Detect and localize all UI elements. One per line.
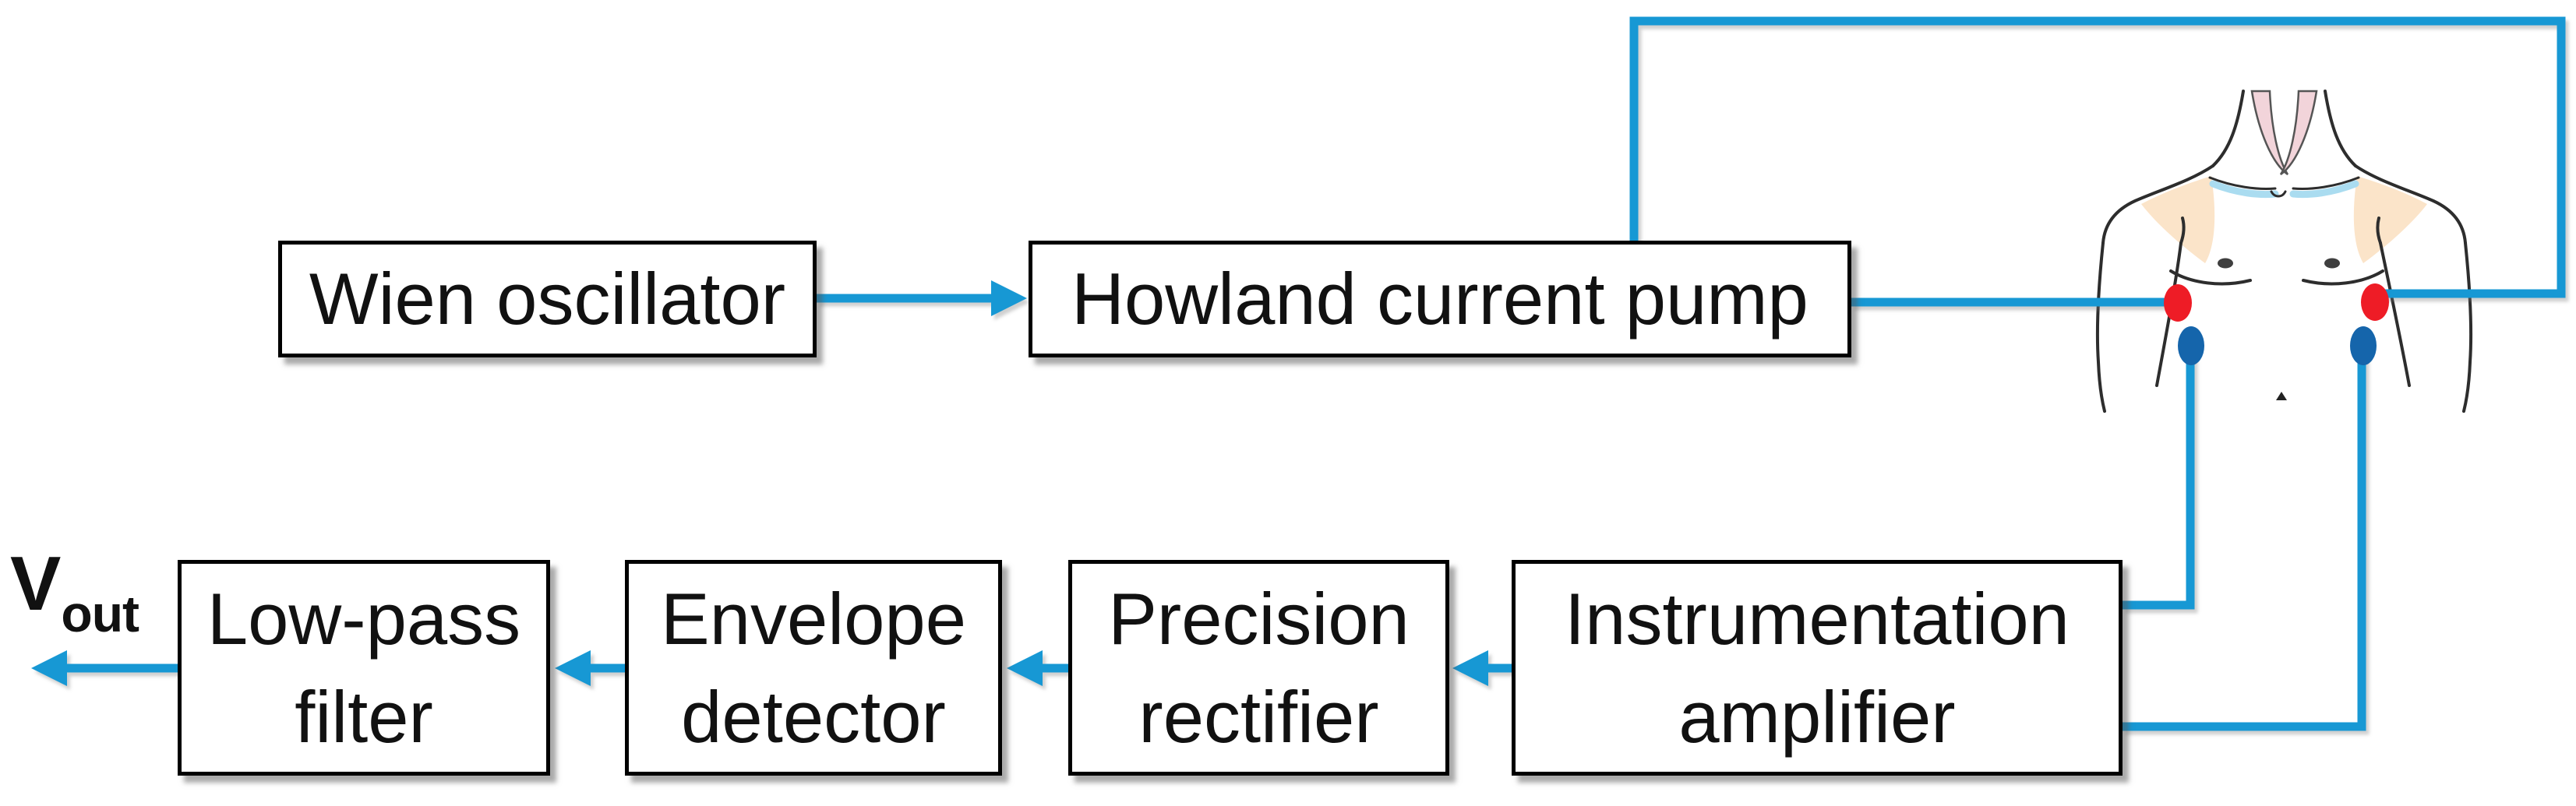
howland-current-pump-block: Howland current pump bbox=[1029, 241, 1851, 357]
sense-line-left bbox=[2123, 346, 2195, 610]
arrow-wien-to-howland bbox=[817, 280, 1027, 316]
howland-current-pump-label: Howland current pump bbox=[1071, 258, 1808, 340]
wien-oscillator-label: Wien oscillator bbox=[309, 258, 786, 340]
right-clavicle-highlight bbox=[2289, 180, 2359, 199]
instrumentation-amplifier-label: Instrumentation amplifier bbox=[1565, 578, 2070, 758]
instrumentation-amplifier-block: Instrumentation amplifier bbox=[1512, 560, 2123, 776]
sense-electrode-left bbox=[2178, 326, 2204, 365]
right-shoulder-skin bbox=[2353, 176, 2427, 263]
arrow-envelope-to-lowpass bbox=[555, 650, 625, 686]
low-pass-filter-label: Low-pass filter bbox=[206, 578, 521, 758]
navel bbox=[2276, 392, 2287, 400]
vout-label: Vout bbox=[10, 545, 139, 639]
precision-rectifier-label: Precision rectifier bbox=[1108, 578, 1410, 758]
arrow-rectifier-to-envelope bbox=[1007, 650, 1068, 686]
vout-subscript: out bbox=[61, 585, 139, 642]
wien-oscillator-block: Wien oscillator bbox=[278, 241, 817, 357]
arrow-inamp-to-rectifier bbox=[1452, 650, 1512, 686]
right-nipple bbox=[2324, 258, 2340, 269]
right-neck-muscle bbox=[2279, 90, 2318, 176]
low-pass-filter-block: Low-pass filter bbox=[178, 560, 550, 776]
torso-outline bbox=[2095, 90, 2473, 413]
vout-symbol: V bbox=[10, 540, 62, 626]
connector-lines bbox=[31, 16, 2566, 731]
arrow-lowpass-to-vout bbox=[31, 650, 178, 686]
left-nipple bbox=[2218, 258, 2233, 269]
left-neck-muscle bbox=[2250, 90, 2289, 176]
left-clavicle-highlight bbox=[2209, 180, 2279, 199]
left-shoulder-skin bbox=[2141, 176, 2215, 263]
chest-details bbox=[2208, 176, 2360, 198]
feedback-loop-line bbox=[1629, 16, 2566, 298]
envelope-detector-label: Envelope detector bbox=[661, 578, 966, 758]
current-electrode-right bbox=[2361, 283, 2389, 321]
electrodes bbox=[2164, 283, 2389, 365]
envelope-detector-block: Envelope detector bbox=[625, 560, 1002, 776]
precision-rectifier-block: Precision rectifier bbox=[1068, 560, 1449, 776]
torso-illustration bbox=[2095, 90, 2473, 413]
current-electrode-left bbox=[2164, 284, 2192, 322]
sense-line-right bbox=[2123, 346, 2366, 731]
sense-electrode-right bbox=[2350, 326, 2377, 365]
